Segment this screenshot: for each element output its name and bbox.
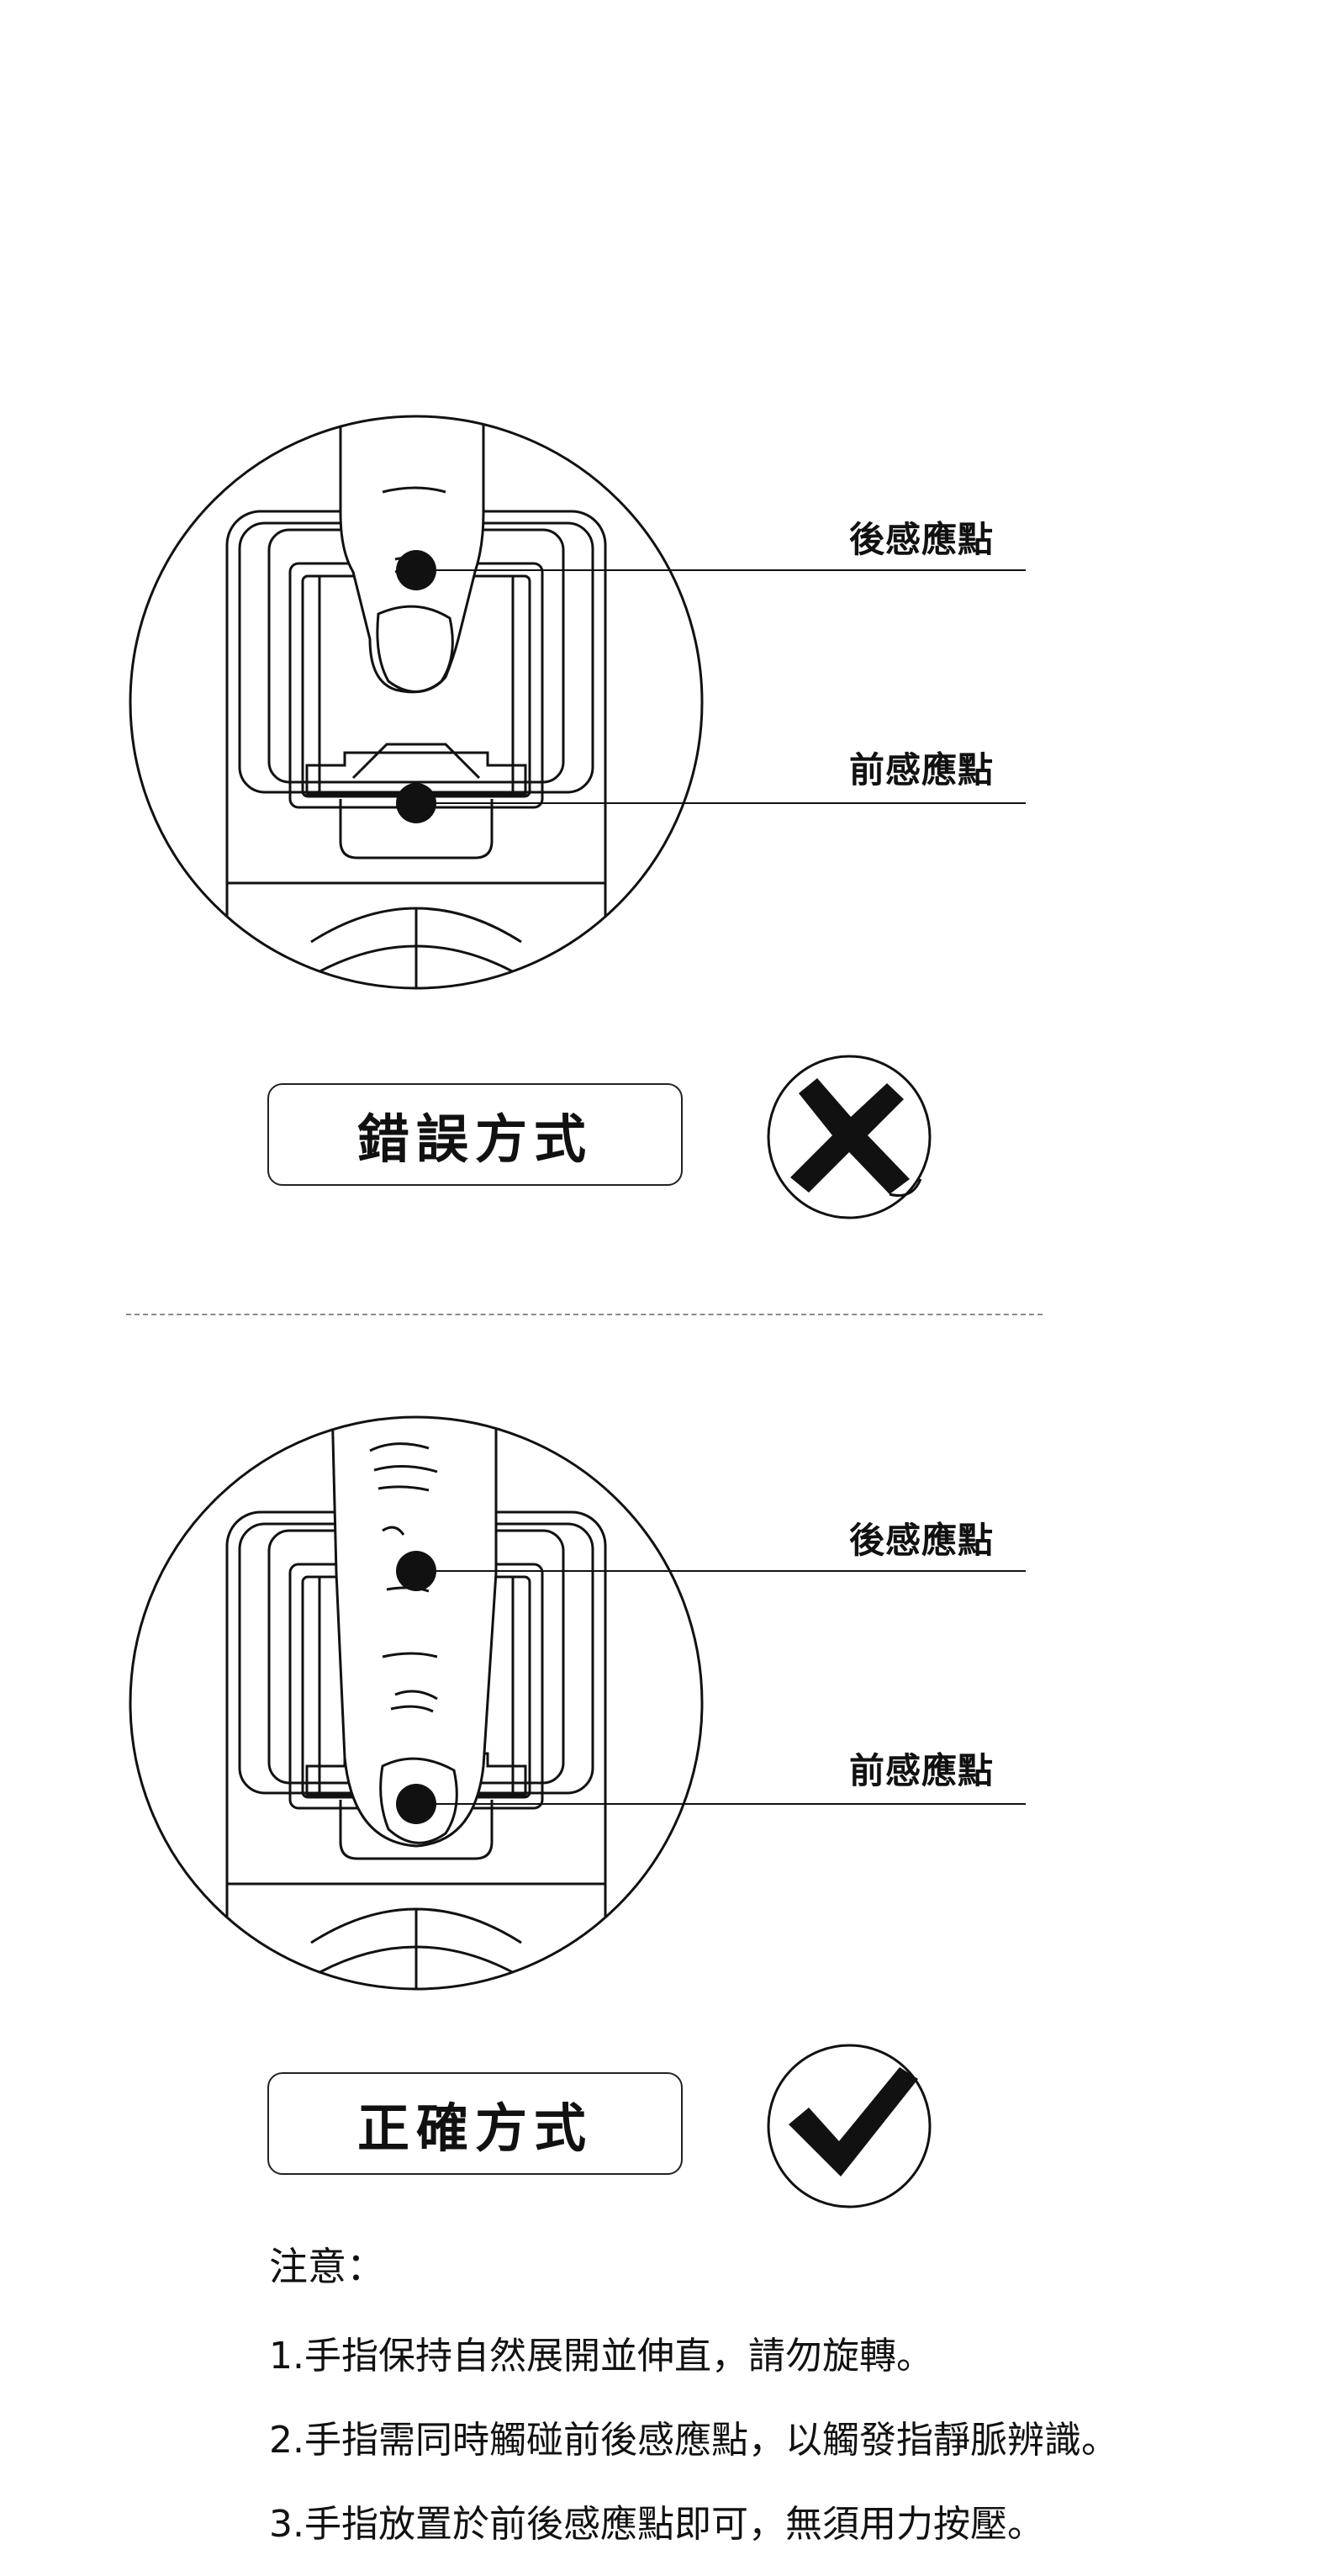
correct-method-illustration <box>129 1415 1026 1991</box>
rear-sensor-label: 後感應點 <box>849 1520 995 1561</box>
notes-title: 注意： <box>269 2244 385 2289</box>
cross-icon <box>767 1055 932 1219</box>
scanner-device <box>129 1415 704 1991</box>
wrong-method-label: 錯誤方式 <box>267 1083 683 1186</box>
correct-method-label: 正確方式 <box>267 2072 683 2175</box>
correct-method-diagram: 後感應點 前感應點 <box>0 1404 1341 2044</box>
wrong-method-diagram: 後感應點 前感應點 <box>0 404 1341 1043</box>
front-sensor-label: 前感應點 <box>849 749 995 791</box>
front-sensor-label: 前感應點 <box>849 1750 995 1791</box>
section-divider <box>126 1314 1043 1315</box>
notes-section: 注意： 1.手指保持自然展開並伸直，請勿旋轉。 2.手指需同時觸碰前後感應點，以… <box>269 2237 1328 2567</box>
check-icon <box>767 2044 932 2208</box>
wrong-method-illustration <box>129 415 1026 990</box>
note-item-1: 1.手指保持自然展開並伸直，請勿旋轉。 <box>269 2335 933 2378</box>
rear-sensor-label: 後感應點 <box>849 519 995 560</box>
scanner-device <box>129 415 704 990</box>
note-item-2: 2.手指需同時觸碰前後感應點，以觸發指靜脈辨識。 <box>269 2419 1118 2462</box>
note-item-3: 3.手指放置於前後感應點即可，無須用力按壓。 <box>269 2503 1044 2546</box>
